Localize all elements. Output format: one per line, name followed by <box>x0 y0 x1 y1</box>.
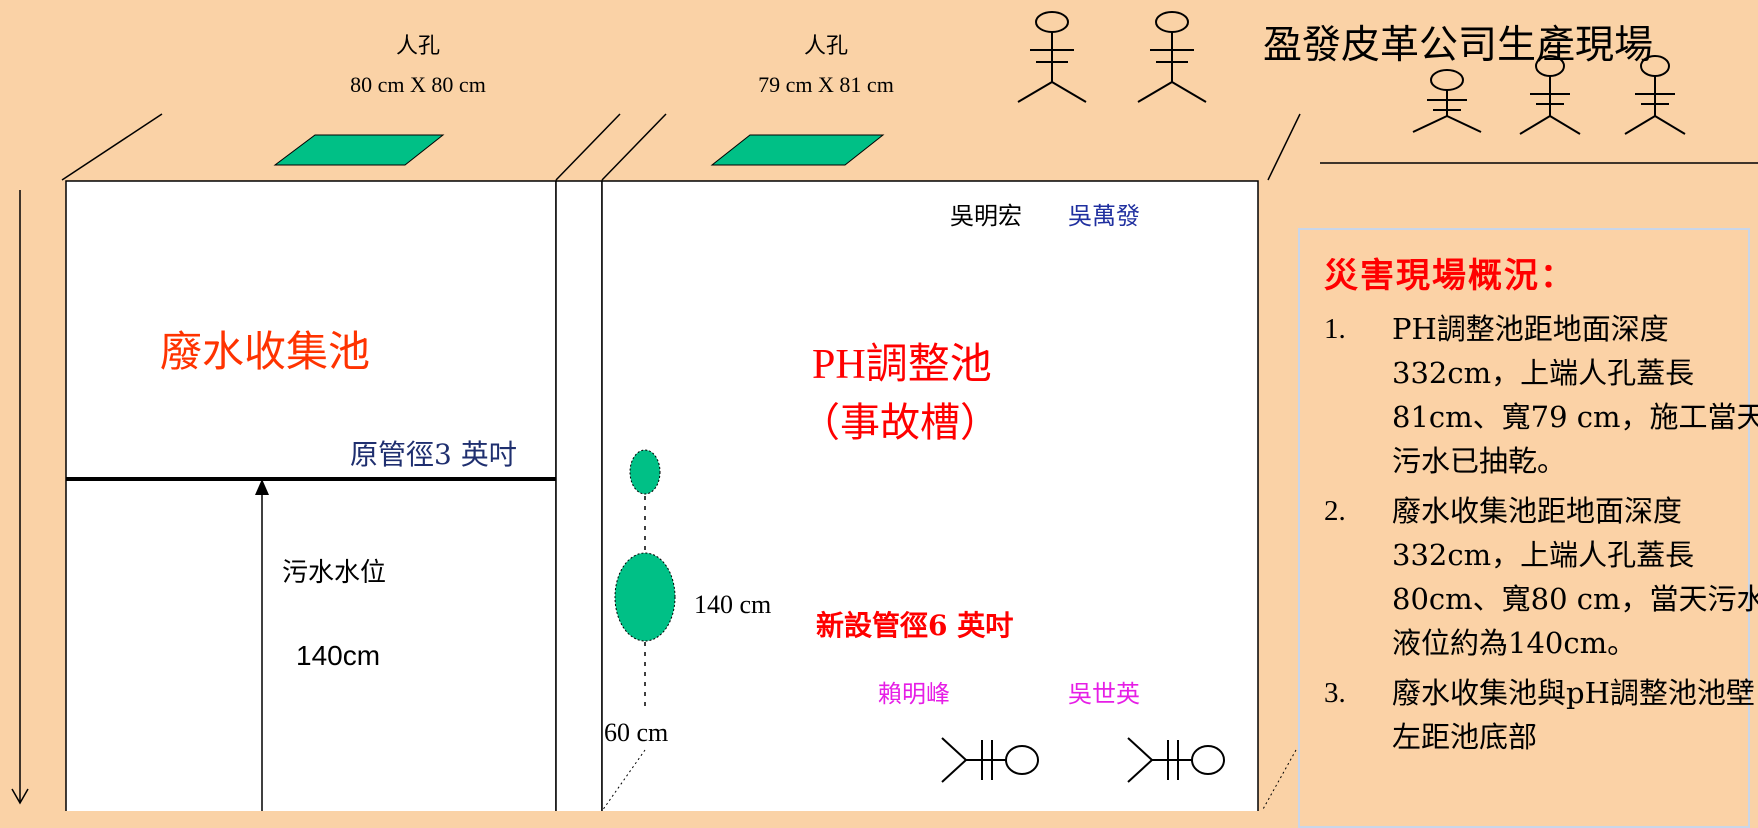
person-name-magenta-2: 吳世英 <box>1068 680 1140 708</box>
person-icon <box>1017 11 1087 103</box>
new-pipe-opening <box>614 552 676 642</box>
diagram-canvas <box>11 11 1758 811</box>
person-name-blue: 吳萬發 <box>1068 202 1140 230</box>
new-pipe-label: 新設管徑6 英吋 <box>816 609 1014 642</box>
incident-summary-panel: 災害現場概況： 1. PH調整池距地面深度 332cm，上端人孔蓋長81cm、寬… <box>1298 228 1758 828</box>
dimension-140: 140 cm <box>694 590 772 619</box>
old-pipe-label: 原管徑3 英吋 <box>350 438 517 471</box>
person-name-black: 吳明宏 <box>950 202 1022 230</box>
water-level-value: 140cm <box>296 640 381 671</box>
summary-list: 1. PH調整池距地面深度 332cm，上端人孔蓋長81cm、寬79 cm，施工… <box>1324 307 1758 759</box>
dimension-60: 60 cm <box>604 718 669 747</box>
manhole-left-size: 80 cm X 80 cm <box>350 72 486 97</box>
person-icon <box>1137 11 1207 103</box>
panel-leader-line <box>1261 749 1297 811</box>
summary-item-number: 3. <box>1324 677 1346 709</box>
summary-item-number: 1. <box>1324 313 1346 345</box>
manhole-cover-right <box>710 134 885 166</box>
ph-tank-subtitle: （事故槽） <box>800 400 1000 446</box>
water-level-arrow <box>255 479 269 811</box>
summary-item-text: 廢水收集池距地面深度332cm，上端人孔蓋長80cm、寬80 cm，當天污水液位… <box>1392 494 1758 660</box>
left-tank-name: 廢水收集池 <box>160 327 371 376</box>
manhole-right-size: 79 cm X 81 cm <box>758 72 894 97</box>
person-icon <box>1624 55 1686 135</box>
water-level-label: 污水水位 <box>282 558 387 588</box>
old-pipe-opening <box>629 449 661 495</box>
ph-tank-name: PH調整池 <box>812 342 992 388</box>
summary-item-text: PH調整池距地面深度 332cm，上端人孔蓋長81cm、寬79 cm，施工當天污… <box>1392 312 1758 478</box>
person-lying-icon <box>1127 737 1225 783</box>
ph-adjustment-tank <box>601 180 1259 811</box>
person-name-magenta-1: 賴明峰 <box>878 680 950 708</box>
depth-arrow <box>11 190 29 805</box>
manhole-right-label: 人孔 <box>803 33 848 58</box>
summary-item-text: 廢水收集池與pH調整池池壁左距池底部 <box>1392 676 1755 754</box>
person-lying-icon <box>941 737 1039 783</box>
worker-figures-lying <box>941 737 1225 783</box>
manhole-left-label: 人孔 <box>395 33 440 58</box>
person-icon <box>1519 55 1581 135</box>
wastewater-collection-tank <box>65 180 557 811</box>
tank-wall-gap <box>555 180 603 811</box>
summary-item: 1. PH調整池距地面深度 332cm，上端人孔蓋長81cm、寬79 cm，施工… <box>1324 307 1758 483</box>
scene-title: 盈發皮革公司生產現場 <box>1263 23 1654 68</box>
summary-item: 2. 廢水收集池距地面深度332cm，上端人孔蓋長80cm、寬80 cm，當天污… <box>1324 489 1758 665</box>
summary-item-number: 2. <box>1324 495 1346 527</box>
person-icon <box>1412 69 1482 133</box>
manhole-cover-left <box>273 134 445 166</box>
tank-perspective-lines <box>61 113 1301 181</box>
summary-title: 災害現場概況： <box>1324 256 1576 296</box>
summary-item: 3. 廢水收集池與pH調整池池壁左距池底部 <box>1324 671 1758 759</box>
worker-figures-top <box>1017 11 1686 135</box>
